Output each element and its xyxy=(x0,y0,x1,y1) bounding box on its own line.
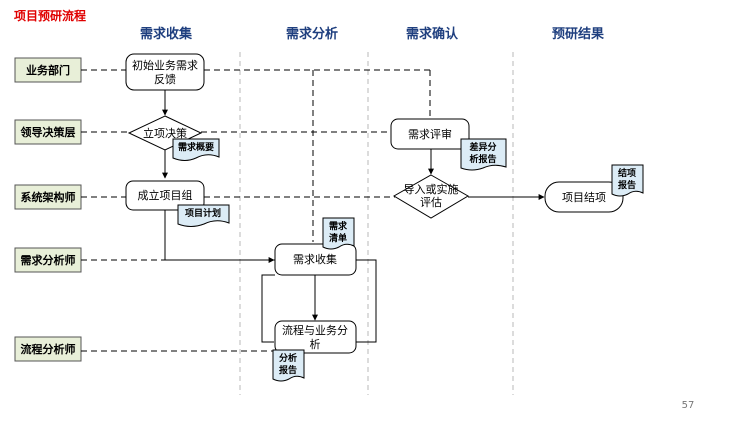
flow-line xyxy=(356,259,377,343)
doc-plan: 项目计划 xyxy=(177,204,230,227)
node-label: 需求收集 xyxy=(293,252,337,266)
doc-close-report: 结项 报告 xyxy=(611,164,644,197)
phase-header-collect: 需求收集 xyxy=(140,26,193,42)
phase-separators xyxy=(239,52,514,395)
role-process-analyst: 流程分析师 xyxy=(14,336,82,362)
doc-label: 分析 xyxy=(279,352,297,364)
role-architect: 系统架构师 xyxy=(14,184,82,210)
role-lanes: 业务部门 领导决策层 系统架构师 需求分析师 流程分析师 xyxy=(14,57,82,362)
flow-arrows xyxy=(162,90,545,343)
node-label: 导入或实施 xyxy=(404,182,459,196)
node-label: 反馈 xyxy=(154,73,176,86)
phase-header-analysis: 需求分析 xyxy=(286,26,338,42)
doc-label: 项目计划 xyxy=(185,207,221,219)
doc-label: 结项 xyxy=(618,167,636,179)
role-label: 领导决策层 xyxy=(20,125,76,139)
node-review: 需求评审 xyxy=(390,118,470,150)
role-label: 需求分析师 xyxy=(21,253,76,267)
doc-overview: 需求概要 xyxy=(172,138,220,161)
node-collect: 需求收集 xyxy=(274,243,357,276)
phase-header-result: 预研结果 xyxy=(552,26,604,42)
doc-label: 报告 xyxy=(279,364,297,376)
role-business: 业务部门 xyxy=(14,57,82,83)
lane-lines xyxy=(81,69,431,352)
node-label: 需求评审 xyxy=(408,127,452,141)
doc-label: 报告 xyxy=(618,179,636,191)
node-label: 评估 xyxy=(420,196,442,209)
node-label: 项目结项 xyxy=(562,191,606,204)
doc-list: 需求 清单 xyxy=(322,217,355,250)
page-title: 项目预研流程 xyxy=(14,8,86,23)
role-req-analyst: 需求分析师 xyxy=(14,247,82,273)
node-close: 项目结项 xyxy=(544,181,624,213)
doc-label: 清单 xyxy=(329,232,347,244)
node-label: 成立项目组 xyxy=(138,188,193,202)
role-leadership: 领导决策层 xyxy=(14,119,82,145)
doc-label: 需求 xyxy=(329,220,348,232)
node-label: 初始业务需求 xyxy=(132,58,198,72)
node-initial-feedback: 初始业务需求 反馈 xyxy=(125,53,205,91)
node-evaluate: 导入或实施 评估 xyxy=(393,174,469,219)
flow-line xyxy=(261,274,275,343)
role-label: 系统架构师 xyxy=(21,190,76,204)
node-process-analysis: 流程与业务分 析 xyxy=(274,320,357,354)
role-label: 流程分析师 xyxy=(21,342,76,356)
doc-label: 析报告 xyxy=(469,153,496,165)
node-form-team: 成立项目组 xyxy=(125,180,205,211)
doc-label: 需求概要 xyxy=(178,141,214,153)
doc-analysis-report: 分析 报告 xyxy=(272,349,305,382)
role-label: 业务部门 xyxy=(26,63,70,77)
doc-diff-report: 差异分 析报告 xyxy=(460,138,507,171)
node-label: 流程与业务分 xyxy=(282,323,348,337)
node-label: 立项决策 xyxy=(143,126,187,140)
node-label: 析 xyxy=(310,337,321,351)
phase-header-confirm: 需求确认 xyxy=(406,26,459,42)
page-number: 57 xyxy=(682,400,695,411)
doc-label: 差异分 xyxy=(469,141,496,153)
flow-arrow xyxy=(164,210,275,263)
